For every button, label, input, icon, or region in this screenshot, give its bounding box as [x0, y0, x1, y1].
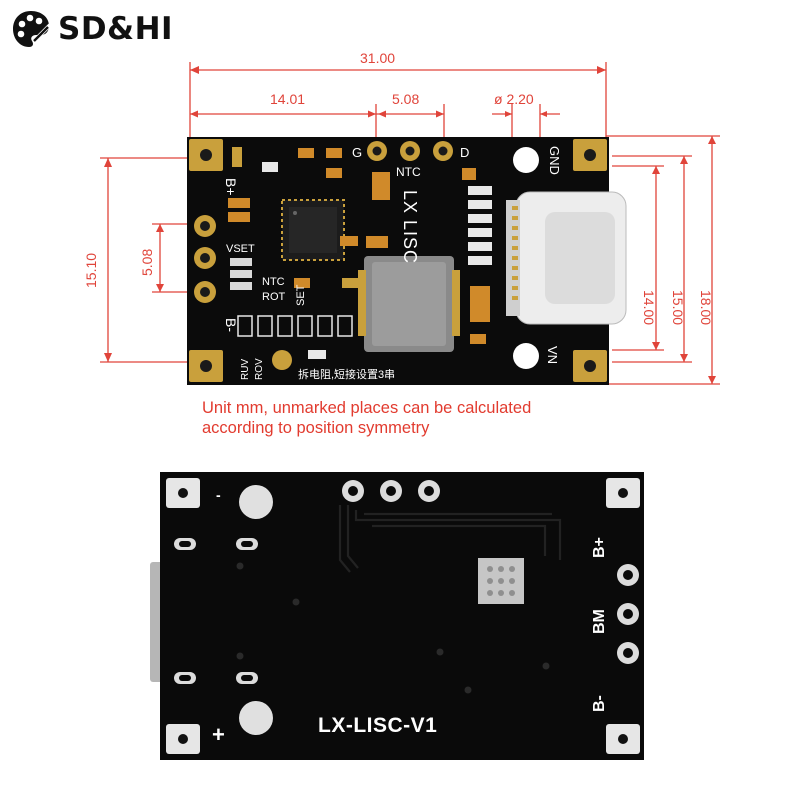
label-d: D	[460, 145, 469, 160]
dimension-note: Unit mm, unmarked places can be calculat…	[202, 398, 531, 438]
back-pcb: LX-LISC-V1 B+ BM B- + -	[150, 472, 644, 760]
label-b-plus: B+	[223, 178, 239, 196]
label-rov: ROV	[254, 358, 265, 380]
dimension-note-line2: according to position symmetry	[202, 419, 430, 437]
front-silkscreen: G NTC D GND VN B+ B- VSET NTC ROT SET RU…	[223, 145, 562, 381]
label-g: G	[352, 145, 362, 160]
dim-pin-pitch: 5.08	[392, 91, 419, 107]
label-set: SET	[295, 284, 307, 306]
dim-overall-height: 18.00	[698, 290, 714, 325]
label-b-minus: B-	[223, 318, 239, 332]
dim-left-pitch: 5.08	[139, 249, 155, 276]
brand-name: SD&HI	[58, 11, 174, 47]
dimension-lines	[100, 62, 720, 385]
label-ruv: RUV	[240, 359, 251, 380]
label-vset: VSET	[226, 243, 255, 255]
smd-components	[228, 147, 492, 370]
back-label-bm: BM	[591, 609, 608, 634]
back-label-b-plus: B+	[591, 537, 608, 558]
dim-left-offset: 14.01	[270, 91, 305, 107]
usb-c-connector	[506, 191, 627, 325]
back-right-pins	[617, 564, 639, 664]
traces	[338, 505, 562, 573]
label-ntc: NTC	[396, 165, 421, 179]
thermal-pad	[478, 558, 524, 604]
label-chip: LX LISC	[400, 190, 420, 264]
back-silkscreen: LX-LISC-V1 B+ BM B- + -	[212, 487, 608, 747]
top-pins	[367, 141, 453, 161]
back-pad-plus	[239, 701, 273, 735]
dim-board-height: 15.00	[670, 290, 686, 325]
dim-hole-diameter: ø 2.20	[494, 91, 534, 107]
inductor	[358, 256, 460, 352]
dim-usb-height: 14.00	[641, 290, 657, 325]
dim-left-height: 15.10	[83, 253, 99, 288]
label-model: LX-LISC-V1	[318, 714, 437, 737]
label-ntc-small: NTC	[262, 276, 285, 288]
back-label-minus: -	[216, 487, 221, 503]
ic-chip	[281, 199, 345, 261]
brand-logo: SD&HI	[10, 8, 173, 50]
back-top-pins	[342, 480, 440, 502]
dim-total-width: 31.00	[360, 50, 395, 66]
back-label-plus: +	[212, 722, 225, 747]
back-label-b-minus: B-	[591, 695, 608, 712]
label-gnd: GND	[547, 146, 562, 175]
mounting-hole	[513, 147, 539, 173]
label-chinese-note: 拆电阻,短接设置3串	[298, 367, 395, 381]
front-pcb: G NTC D GND VN B+ B- VSET NTC ROT SET RU…	[187, 137, 627, 385]
dimension-note-line1: Unit mm, unmarked places can be calculat…	[202, 399, 532, 417]
back-pad-minus	[239, 485, 273, 519]
label-vn: VN	[545, 346, 560, 364]
left-pins	[194, 215, 216, 303]
palette-icon	[13, 11, 52, 47]
label-rot: ROT	[262, 291, 286, 303]
mounting-hole	[513, 343, 539, 369]
dimension-labels: 31.00 14.01 5.08 ø 2.20 15.10 5.08 14.00…	[83, 50, 714, 325]
